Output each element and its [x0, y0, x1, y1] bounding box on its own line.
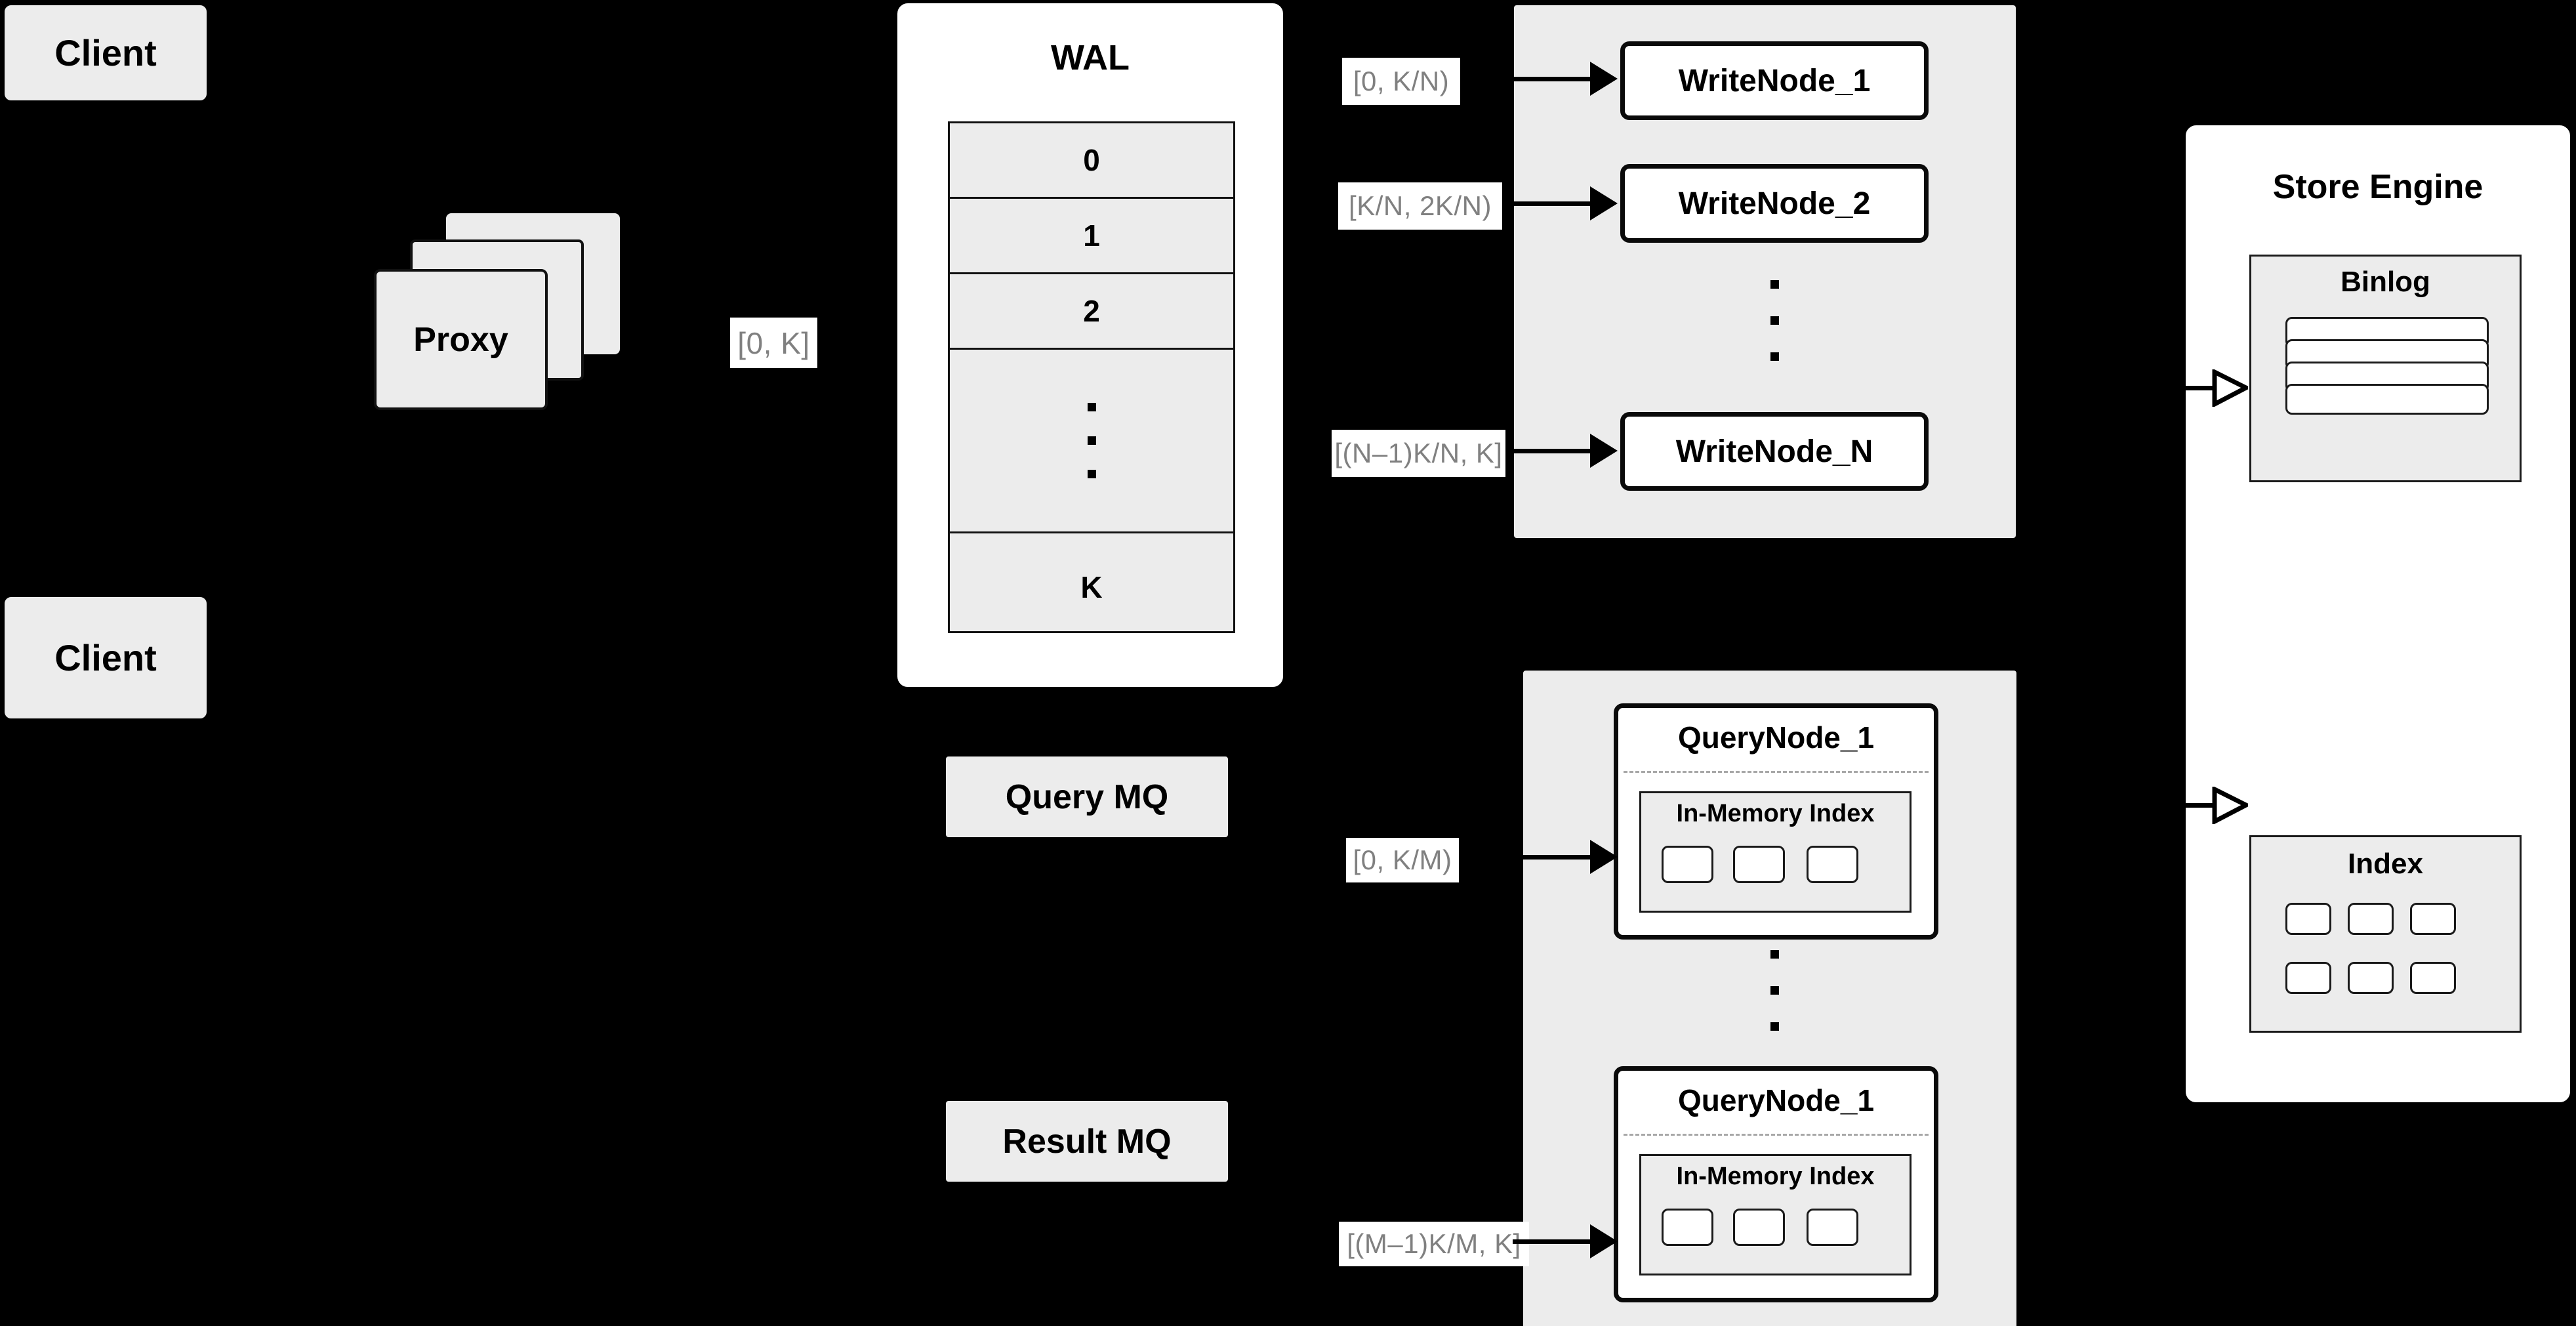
query-node-1-index-panel: In-Memory Index	[1639, 791, 1912, 913]
query-mq-label: Query MQ	[1005, 777, 1169, 816]
query-node-2-label: QueryNode_1	[1677, 1083, 1875, 1117]
query-node-2[interactable]: QueryNode_1 In-Memory Index	[1614, 1066, 1938, 1302]
index-chip	[1733, 846, 1785, 883]
client-label-1: Client	[54, 32, 157, 73]
wal-container: WAL 0 1 2 K	[897, 3, 1283, 687]
query-node-1-arrow-head	[1590, 840, 1618, 874]
write-node-1-arrow-line	[1460, 77, 1591, 81]
proxy-label: Proxy	[413, 320, 508, 359]
result-mq-box[interactable]: Result MQ	[946, 1101, 1228, 1182]
binlog-arrow-line	[2171, 386, 2214, 390]
query-node-2-index-title: In-Memory Index	[1676, 1163, 1875, 1190]
write-node-n-range-label: [(N–1)K/N, K]	[1332, 430, 1505, 477]
wal-row-ellipsis	[950, 350, 1233, 533]
write-node-1-arrow-head	[1590, 62, 1618, 96]
wal-table: 0 1 2 K	[948, 121, 1235, 633]
store-engine-title: Store Engine	[2272, 168, 2484, 206]
result-mq-label: Result MQ	[1002, 1122, 1172, 1161]
query-node-2-index-panel: In-Memory Index	[1639, 1154, 1912, 1275]
query-node-1-label: QueryNode_1	[1677, 720, 1875, 755]
proxy-stack[interactable]: Proxy	[374, 213, 669, 423]
query-node-2-range-label: [(M–1)K/M, K]	[1339, 1222, 1529, 1266]
write-node-1[interactable]: WriteNode_1	[1620, 41, 1929, 120]
index-chip	[1733, 1209, 1785, 1246]
write-node-2-arrow-line	[1502, 201, 1591, 206]
write-node-n[interactable]: WriteNode_N	[1620, 412, 1929, 491]
write-node-2-label: WriteNode_2	[1678, 186, 1871, 221]
write-node-n-arrow-line	[1505, 449, 1591, 453]
index-chip	[1662, 846, 1713, 883]
write-node-1-label: WriteNode_1	[1678, 63, 1871, 98]
query-cluster-ellipsis-icon	[1770, 950, 1779, 1031]
wal-row: K	[1080, 570, 1103, 604]
query-node-2-arrow-head	[1590, 1224, 1618, 1258]
query-node-1-range-label: [0, K/M)	[1346, 838, 1459, 882]
index-panel: Index	[2249, 835, 2522, 1033]
index-chip	[2285, 962, 2331, 994]
index-chip	[2348, 962, 2394, 994]
query-node-2-arrow-line	[1513, 1239, 1591, 1244]
query-node-1-arrow-line	[1459, 855, 1591, 860]
query-node-1[interactable]: QueryNode_1 In-Memory Index	[1614, 703, 1938, 940]
proxy-range-label: [0, K]	[730, 318, 817, 368]
index-chip	[2348, 903, 2394, 935]
index-chip	[2410, 962, 2456, 994]
client-box-2[interactable]: Client	[5, 597, 207, 718]
query-node-2-divider	[1624, 1134, 1929, 1136]
index-chip	[1662, 1209, 1713, 1246]
write-node-n-label: WriteNode_N	[1675, 434, 1873, 469]
query-node-1-index-title: In-Memory Index	[1676, 800, 1875, 827]
index-arrow-head	[2212, 787, 2248, 824]
index-chip	[1807, 846, 1858, 883]
write-node-1-range-label: [0, K/N)	[1342, 58, 1460, 105]
query-mq-box[interactable]: Query MQ	[946, 756, 1228, 837]
write-node-2[interactable]: WriteNode_2	[1620, 164, 1929, 243]
binlog-arrow-head	[2212, 369, 2248, 407]
client-label-2: Client	[54, 637, 157, 678]
store-engine-container: Store Engine Binlog Index	[2186, 125, 2570, 1102]
write-cluster-ellipsis-icon	[1770, 280, 1779, 361]
query-node-1-divider	[1624, 771, 1929, 773]
write-node-n-arrow-head	[1590, 434, 1618, 468]
wal-row: 2	[950, 274, 1233, 350]
wal-row: 1	[950, 199, 1233, 274]
proxy-box[interactable]: Proxy	[374, 269, 548, 410]
index-chip	[2285, 903, 2331, 935]
index-arrow-line	[2171, 803, 2214, 808]
index-title: Index	[2348, 848, 2423, 880]
binlog-title: Binlog	[2341, 266, 2430, 298]
client-box-1[interactable]: Client	[5, 5, 207, 100]
index-chip	[2410, 903, 2456, 935]
wal-title: WAL	[1051, 38, 1130, 77]
binlog-panel: Binlog	[2249, 255, 2522, 482]
wal-ellipsis-icon	[1087, 403, 1096, 478]
write-node-2-range-label: [K/N, 2K/N)	[1338, 182, 1502, 230]
wal-row: 0	[950, 123, 1233, 199]
index-chip	[1807, 1209, 1858, 1246]
binlog-entry	[2285, 384, 2489, 415]
write-node-2-arrow-head	[1590, 186, 1618, 220]
